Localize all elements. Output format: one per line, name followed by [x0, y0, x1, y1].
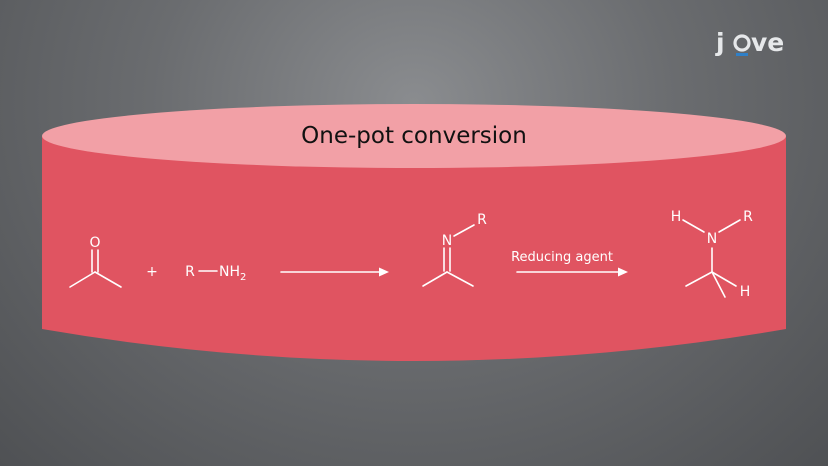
logo-o-icon — [733, 34, 751, 52]
product-h2-label: H — [740, 284, 751, 300]
jove-logo: j ve — [715, 28, 784, 57]
reaction-arrow-2: Reducing agent — [511, 250, 628, 277]
reducing-agent-label: Reducing agent — [511, 250, 613, 265]
plus-sign: + — [146, 264, 158, 280]
imine-nitrogen-label: N — [442, 233, 452, 249]
product-nitrogen-label: N — [707, 231, 717, 247]
ketone-molecule: O — [69, 235, 122, 288]
product-h1-label: H — [671, 209, 682, 225]
imine-r-label: R — [477, 212, 487, 228]
ketone-oxygen-label: O — [89, 235, 100, 251]
logo-text-left: j — [715, 28, 725, 57]
logo-accent-bar — [736, 53, 748, 56]
diagram-title: One-pot conversion — [301, 123, 527, 149]
logo-text-right: ve — [751, 28, 784, 57]
amine-r-label: R — [185, 264, 195, 280]
amine-nh-label: NH2 — [219, 264, 246, 283]
cylinder-top — [42, 104, 786, 168]
imine-molecule: N R — [422, 212, 487, 287]
cylinder: One-pot conversion — [42, 104, 786, 361]
amine-molecule: R NH2 — [185, 264, 246, 283]
reaction-arrow-1 — [280, 267, 389, 277]
product-molecule: H N R H — [671, 209, 753, 300]
product-r-label: R — [743, 209, 753, 225]
cylinder-body — [42, 136, 786, 361]
